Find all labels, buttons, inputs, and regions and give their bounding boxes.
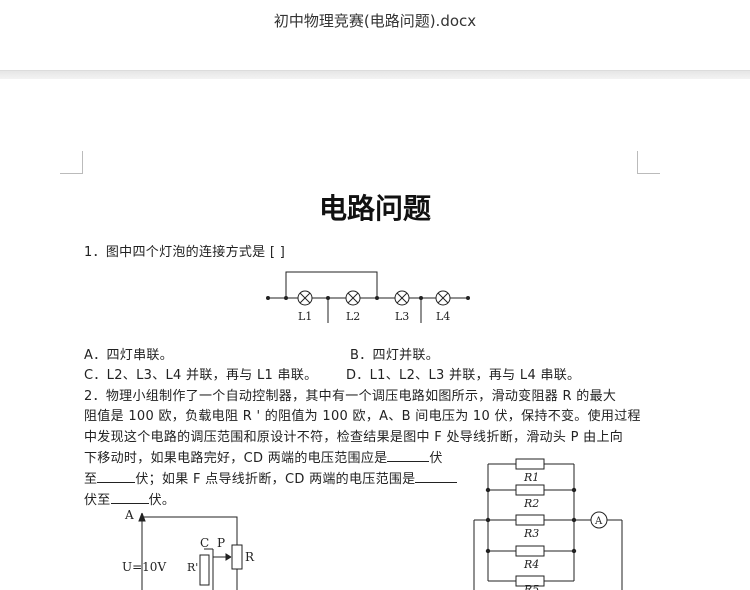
- document-page: 电路问题 1．图中四个灯泡的连接方式是 [ ] L1: [0, 79, 750, 590]
- question-2-line-4: 下移动时，如果电路完好，CD 两端的电压范围应是 伏: [84, 447, 443, 466]
- point-p-label: P: [217, 536, 225, 550]
- lamp-l1-icon: [297, 290, 313, 306]
- question-2-line-6: 伏至 伏。: [84, 489, 175, 508]
- title-bar: 初中物理竞赛(电路问题).docx: [0, 0, 750, 70]
- resistor-r4-label: R4: [523, 558, 539, 571]
- answer-blank-1[interactable]: [387, 449, 430, 462]
- lamp-circuit-diagram: L1 L2 L3 L4: [266, 271, 470, 323]
- question-1-text: 1．图中四个灯泡的连接方式是 [ ]: [84, 245, 286, 260]
- question-2-line-3: 中发现这个电路的调压范围和原设计不符，检查结果是图中 F 处导线折断，滑动头 P…: [84, 430, 624, 445]
- resistor-r2-label: R2: [523, 497, 539, 510]
- lamp-l3-icon: [394, 290, 410, 306]
- answer-blank-2[interactable]: [97, 470, 136, 483]
- question-2-line-1: 2．物理小组制作了一个自动控制器，其中有一个调压电路如图所示，滑动变阻器 R 的…: [84, 389, 617, 404]
- answer-blank-4[interactable]: [110, 491, 149, 504]
- lamp-l2-icon: [345, 290, 361, 306]
- resistor-r4-icon: [515, 545, 545, 557]
- lamp-label-l2: L2: [346, 310, 360, 323]
- resistor-r1-icon: [515, 458, 545, 470]
- resistor-r1-label: R1: [523, 471, 539, 484]
- ammeter-label: A: [594, 516, 603, 527]
- question-2-line-6-suffix: 伏。: [148, 493, 176, 508]
- resistor-r-icon: [231, 544, 243, 570]
- lamp-l4-icon: [435, 290, 451, 306]
- question-2-line-2: 阻值是 100 欧，负载电阻 R ' 的阻值为 100 欧，A、B 间电压为 1…: [84, 409, 641, 424]
- question-1-option-d: D．L1、L2、L3 并联，再与 L4 串联。: [346, 368, 581, 383]
- document-title: 初中物理竞赛(电路问题).docx: [273, 12, 477, 30]
- resistor-r3-icon: [515, 514, 545, 526]
- resistor-r5-icon: [515, 575, 545, 587]
- voltage-label: U=10V: [122, 560, 166, 574]
- resistor-r-label: R: [245, 550, 255, 564]
- lamp-label-l4: L4: [436, 310, 450, 323]
- point-a-label: A: [124, 508, 134, 522]
- resistor-r3-label: R3: [523, 527, 539, 540]
- toolbar-separator: [0, 70, 750, 79]
- point-c-label: C: [200, 536, 209, 550]
- document-heading: 电路问题: [318, 192, 431, 225]
- question-1-option-b: B．四灯并联。: [350, 348, 440, 363]
- resistor-r2-icon: [515, 484, 545, 496]
- answer-blank-3[interactable]: [415, 470, 458, 483]
- resistor-network-diagram: R1 R2 R3 R4 R5 A: [473, 458, 623, 590]
- question-2-line-5-prefix: 至: [84, 472, 98, 487]
- lamp-label-l3: L3: [395, 310, 409, 323]
- question-2-line-5: 至 伏；如果 F 点导线折断，CD 两端的电压范围是: [84, 468, 458, 487]
- page-corner-mark-right: [637, 151, 660, 174]
- voltage-divider-diagram: A C P R R' U=10V: [122, 508, 255, 590]
- ammeter-icon: [590, 511, 608, 529]
- lamp-label-l1: L1: [298, 310, 312, 323]
- question-2-line-6-prefix: 伏至: [84, 493, 111, 508]
- question-2-line-4-text: 下移动时，如果电路完好，CD 两端的电压范围应是: [84, 451, 388, 466]
- question-2-unit-1: 伏: [429, 451, 443, 466]
- resistor-r-prime-label: R': [187, 561, 198, 574]
- question-2-line-5-text: 伏；如果 F 点导线折断，CD 两端的电压范围是: [135, 472, 416, 487]
- question-1-option-c: C．L2、L3、L4 并联，再与 L1 串联。: [84, 368, 318, 383]
- page-corner-mark-left: [60, 151, 83, 174]
- resistor-r-prime-icon: [199, 554, 210, 586]
- resistor-r5-label: R5: [523, 583, 539, 590]
- question-1-option-a: A．四灯串联。: [84, 348, 173, 363]
